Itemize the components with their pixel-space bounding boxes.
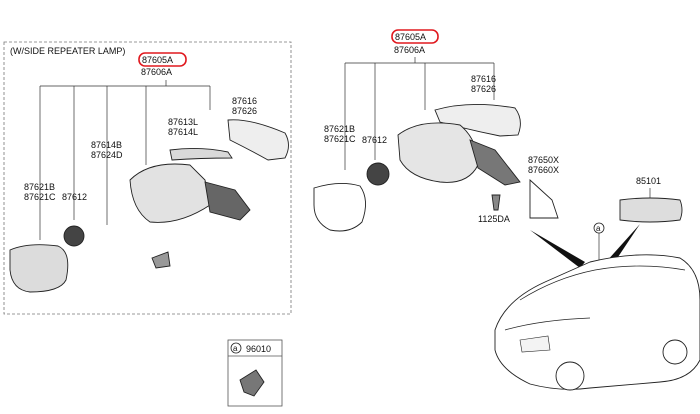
left-label-actuator[interactable]: 87612: [62, 192, 87, 202]
right-leader-lines: [344, 57, 495, 170]
right-actuator-part: [366, 162, 390, 186]
left-group-frame: [3, 41, 292, 315]
legend-part-illustration: [239, 369, 265, 397]
right-label-garnish-b[interactable]: 87660X: [528, 165, 559, 175]
left-label-harness-a[interactable]: 87614B: [91, 140, 122, 150]
right-label-inner-mirror[interactable]: 85101: [636, 176, 661, 186]
right-bolt-part: [491, 194, 501, 211]
right-label-garnish-a[interactable]: 87650X: [528, 155, 559, 165]
right-mirror-cover-part: [434, 104, 521, 137]
pointer-wedge-left: [530, 230, 585, 268]
left-repeater-lamp-part: [169, 147, 233, 161]
car-illustration: [494, 254, 700, 391]
legend-part-number[interactable]: 96010: [246, 344, 271, 354]
right-label-actuator[interactable]: 87612: [362, 135, 387, 145]
left-harness-part: [151, 251, 171, 269]
left-leader-lines: [39, 80, 211, 240]
right-label-cover-a[interactable]: 87616: [471, 74, 496, 84]
left-label-harness-b[interactable]: 87624D: [91, 150, 123, 160]
right-label-cover-b[interactable]: 87626: [471, 84, 496, 94]
left-mirror-housing-part: [129, 163, 211, 223]
right-label-glass-a[interactable]: 87621B: [324, 124, 355, 134]
left-mirror-cover-part: [227, 119, 289, 161]
left-mirror-base-part: [204, 181, 251, 221]
pointer-wedge-right: [606, 224, 640, 266]
right-garnish-part: [529, 178, 559, 219]
left-sub-code[interactable]: 87606A: [141, 67, 172, 77]
right-mirror-glass-part: [313, 183, 366, 232]
left-highlight-code[interactable]: 87605A: [142, 55, 173, 65]
right-callout-letter: a: [596, 224, 601, 233]
left-actuator-part: [63, 225, 85, 247]
left-label-cover-b[interactable]: 87626: [232, 106, 257, 116]
left-mirror-glass-part: [9, 244, 69, 293]
left-label-cover-a[interactable]: 87616: [232, 96, 257, 106]
inner-rearview-mirror-part: [619, 197, 683, 223]
right-label-glass-b[interactable]: 87621C: [324, 134, 356, 144]
right-highlight-code[interactable]: 87605A: [395, 32, 426, 42]
left-label-glass-b[interactable]: 87621C: [24, 192, 56, 202]
legend-callout-letter: a: [233, 344, 238, 353]
left-label-lamp-b[interactable]: 87614L: [168, 127, 198, 137]
legend-callout-circle: [230, 342, 242, 354]
right-sub-code[interactable]: 87606A: [394, 45, 425, 55]
left-highlight-ring: [138, 52, 187, 67]
right-mirror-base-part: [469, 139, 521, 186]
left-label-lamp-a[interactable]: 87613L: [168, 117, 198, 127]
right-highlight-ring: [391, 29, 439, 44]
left-label-glass-a[interactable]: 87621B: [24, 182, 55, 192]
right-mirror-housing-part: [397, 122, 479, 183]
right-label-bolt[interactable]: 1125DA: [478, 214, 510, 224]
left-group-title: (W/SIDE REPEATER LAMP): [10, 46, 125, 56]
